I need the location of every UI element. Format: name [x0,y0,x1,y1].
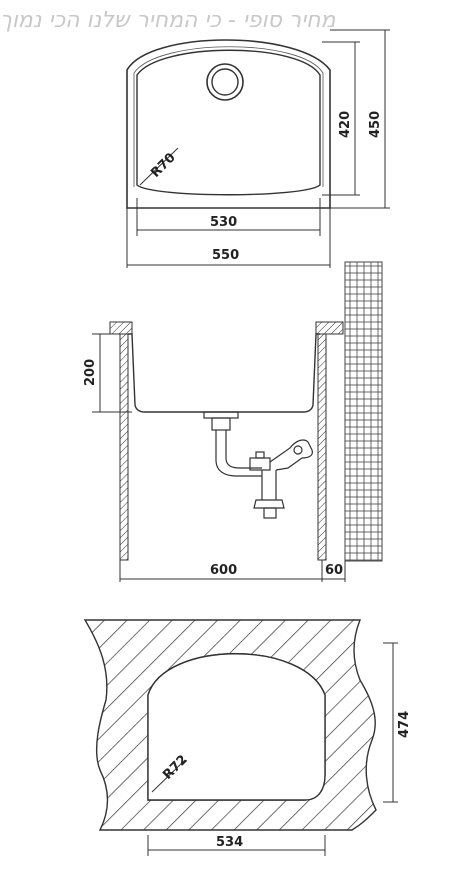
drain-siphon [203,411,313,519]
dim-550-label: 550 [212,248,239,263]
radius-r72-leader [151,759,186,793]
tiled-wall [344,261,383,562]
cutout-opening-outline [147,653,326,801]
cabinet-wall-left [119,333,129,561]
dim-530-label: 530 [210,215,237,230]
sink-inner-bowl [136,49,321,196]
cabinet-wall-right [317,333,327,561]
sink-outer-outline [126,39,331,209]
dim-420-label: 420 [338,111,353,138]
dim-60-label: 60 [325,563,343,578]
drain-inner-circle [211,68,239,96]
dim-600-label: 600 [210,563,237,578]
sink-bowl-rim [133,46,324,187]
watermark-text: מחיר סופי - כי המחיר שלנו הכי נמוך [0,8,336,33]
dim-200-label: 200 [83,359,98,386]
cutout-view: R72 474 534 [83,619,412,856]
radius-label-r70: R70 [148,150,178,180]
radius-leader-line [139,147,179,186]
top-view: R70 530 550 420 450 [126,29,390,268]
countertop-left [109,321,133,335]
drain-outer-circle [206,63,244,101]
sink-bowl-section [128,333,320,413]
countertop-right [315,321,344,335]
dim-474-label: 474 [397,711,412,738]
section-view: 200 600 60 [83,261,383,582]
dim-534-label: 534 [216,835,243,850]
dim-450-label: 450 [368,111,383,138]
